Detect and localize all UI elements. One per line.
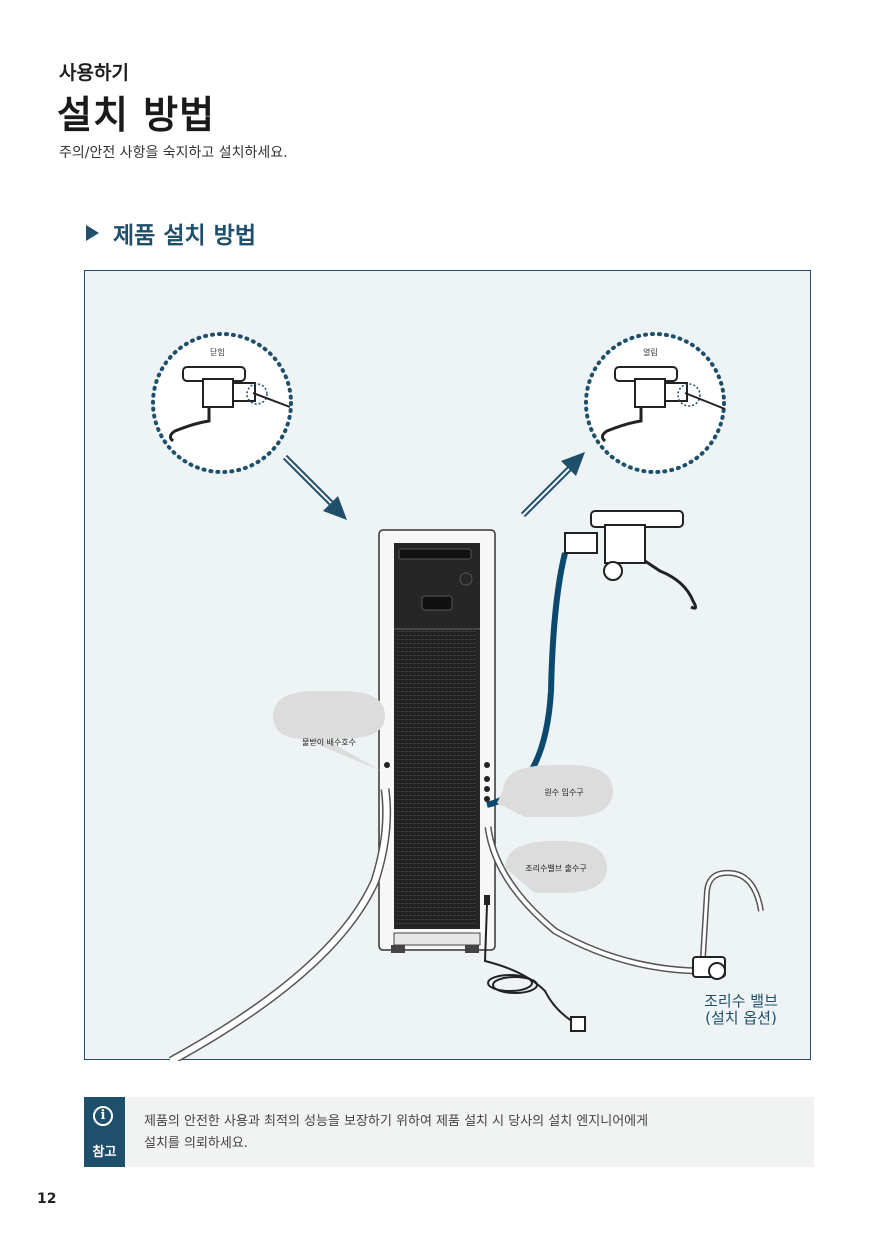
arrow-up-right-icon xyxy=(520,452,585,518)
note-text: 제품의 안전한 사용과 최적의 성능을 보장하기 위하여 제품 설치 시 당사의… xyxy=(144,1111,648,1155)
note-line1: 제품의 안전한 사용과 최적의 성능을 보장하기 위하여 제품 설치 시 당사의… xyxy=(144,1114,649,1129)
zoom-closed-icon xyxy=(151,332,293,474)
zoom-open-icon xyxy=(584,332,726,474)
section-heading-text: 제품 설치 방법 xyxy=(113,223,256,249)
valve-caption-line2: (설치 옵션) xyxy=(705,1009,777,1027)
faucet-icon xyxy=(564,510,698,610)
page-number: 12 xyxy=(37,1191,57,1207)
play-triangle-icon xyxy=(86,225,99,241)
cooking-valve-icon xyxy=(692,869,764,980)
note-badge-label: 참고 xyxy=(92,1145,117,1160)
page-subtitle: 주의/안전 사항을 숙지하고 설치하세요. xyxy=(59,145,288,161)
water-purifier-unit xyxy=(378,529,496,953)
callout-drain-hose: 물받이 배수호수 xyxy=(301,738,357,747)
note-line2: 설치를 의뢰하세요. xyxy=(144,1136,248,1151)
note-badge: i 참고 xyxy=(84,1097,125,1167)
valve-caption-line1: 조리수 밸브 xyxy=(704,992,778,1010)
power-cord-icon xyxy=(483,904,586,1032)
zoom-closed-label: 닫힘 xyxy=(210,348,225,357)
callout-drain-bubble xyxy=(273,691,385,771)
callout-inlet-bubble xyxy=(497,765,613,817)
info-icon: i xyxy=(93,1106,113,1126)
callout-valve-outlet: 조리수밸브 출수구 xyxy=(525,864,587,873)
callout-water-inlet: 원수 입수구 xyxy=(544,788,584,797)
section-heading: 제품 설치 방법 xyxy=(86,216,256,250)
drain-hose xyxy=(168,788,392,1061)
zoom-open-label: 열림 xyxy=(643,348,658,357)
valve-caption: 조리수 밸브 (설치 옵션) xyxy=(681,993,801,1027)
installation-illustration xyxy=(151,332,764,1061)
arrow-down-right-icon xyxy=(282,454,347,520)
breadcrumb: 사용하기 xyxy=(59,62,129,84)
installation-figure: 닫힘 열림 물받이 배수호수 원수 입수구 조리수밸브 출수구 조리수 밸브 (… xyxy=(84,270,811,1061)
page-title: 설치 방법 xyxy=(57,93,216,137)
note-box: i 참고 제품의 안전한 사용과 최적의 성능을 보장하기 위하여 제품 설치 … xyxy=(84,1097,814,1167)
callout-outlet-bubble xyxy=(497,841,607,893)
